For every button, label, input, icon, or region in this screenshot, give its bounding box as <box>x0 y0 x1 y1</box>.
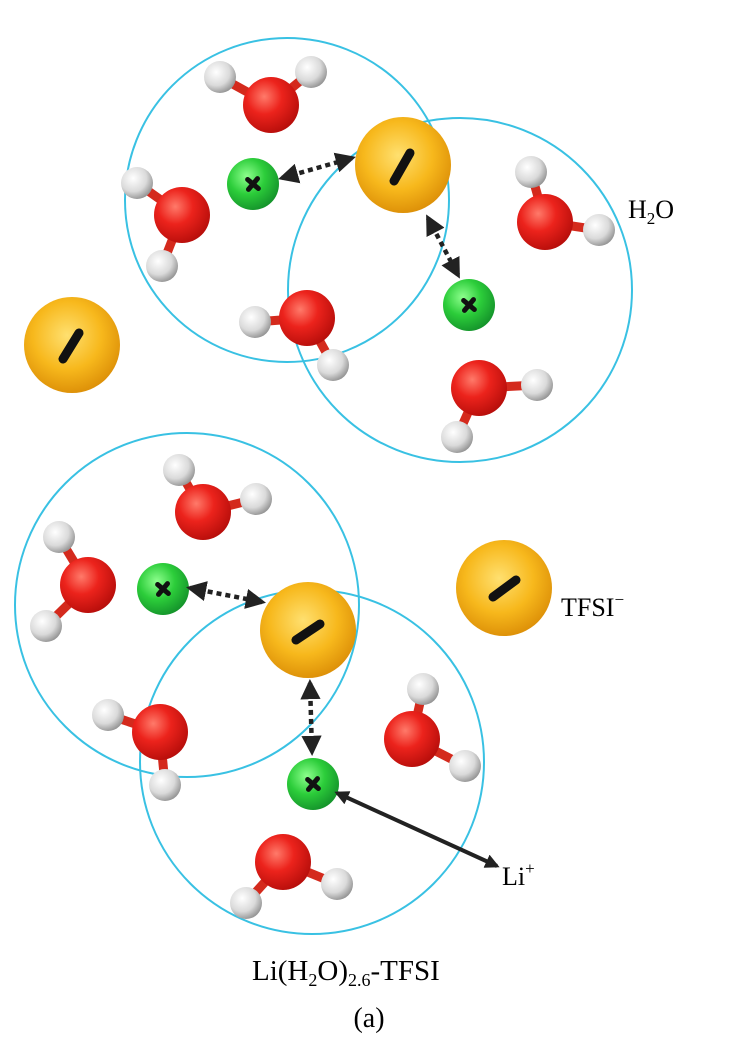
minus-sign <box>488 575 521 602</box>
tfsi-anion-4 <box>260 582 356 678</box>
water-molecule-3 <box>515 156 615 250</box>
water-molecule-2 <box>121 167 210 282</box>
interaction-arrow-4 <box>300 678 322 757</box>
water-molecule-8 <box>92 699 188 801</box>
plus-sign <box>305 776 321 792</box>
water-molecule-10 <box>230 834 353 919</box>
plus-sign <box>245 176 261 192</box>
interaction-arrow-2 <box>426 214 460 279</box>
minus-sign <box>58 328 84 364</box>
minus-sign <box>291 619 325 645</box>
shell-bottom-left <box>14 432 360 778</box>
tfsi-anion-2 <box>24 297 120 393</box>
water-label: H2O <box>628 195 674 228</box>
water-molecule-9 <box>384 673 481 782</box>
formula-label: Li(H2O)2.6-TFSI <box>252 955 440 990</box>
interaction-arrows <box>186 152 460 757</box>
interaction-arrow-3 <box>186 581 266 609</box>
li-cation-3 <box>137 563 189 615</box>
solvation-shells <box>14 37 633 935</box>
tfsi-anions <box>24 117 552 678</box>
water-molecule-6 <box>163 454 272 540</box>
tfsi-label: TFSI− <box>561 590 624 622</box>
li-cation-2 <box>443 279 495 331</box>
li-cation-1 <box>227 158 279 210</box>
li-label: Li+ <box>502 859 535 891</box>
water-molecule-5 <box>441 360 553 453</box>
shell-top-right <box>287 117 633 463</box>
water-molecule-7 <box>30 521 116 642</box>
plus-sign <box>155 581 171 597</box>
li-pointer-arrow <box>334 791 500 868</box>
panel-label: (a) <box>353 1003 384 1034</box>
water-molecules <box>30 56 615 919</box>
tfsi-anion-3 <box>456 540 552 636</box>
water-molecule-1 <box>204 56 327 133</box>
minus-sign <box>389 148 415 186</box>
interaction-arrow-1 <box>278 152 356 184</box>
shell-top-left <box>124 37 450 363</box>
li-cations <box>137 158 495 810</box>
plus-sign <box>461 297 477 313</box>
water-molecule-4 <box>239 290 349 381</box>
li-cation-4 <box>287 758 339 810</box>
tfsi-anion-1 <box>355 117 451 213</box>
